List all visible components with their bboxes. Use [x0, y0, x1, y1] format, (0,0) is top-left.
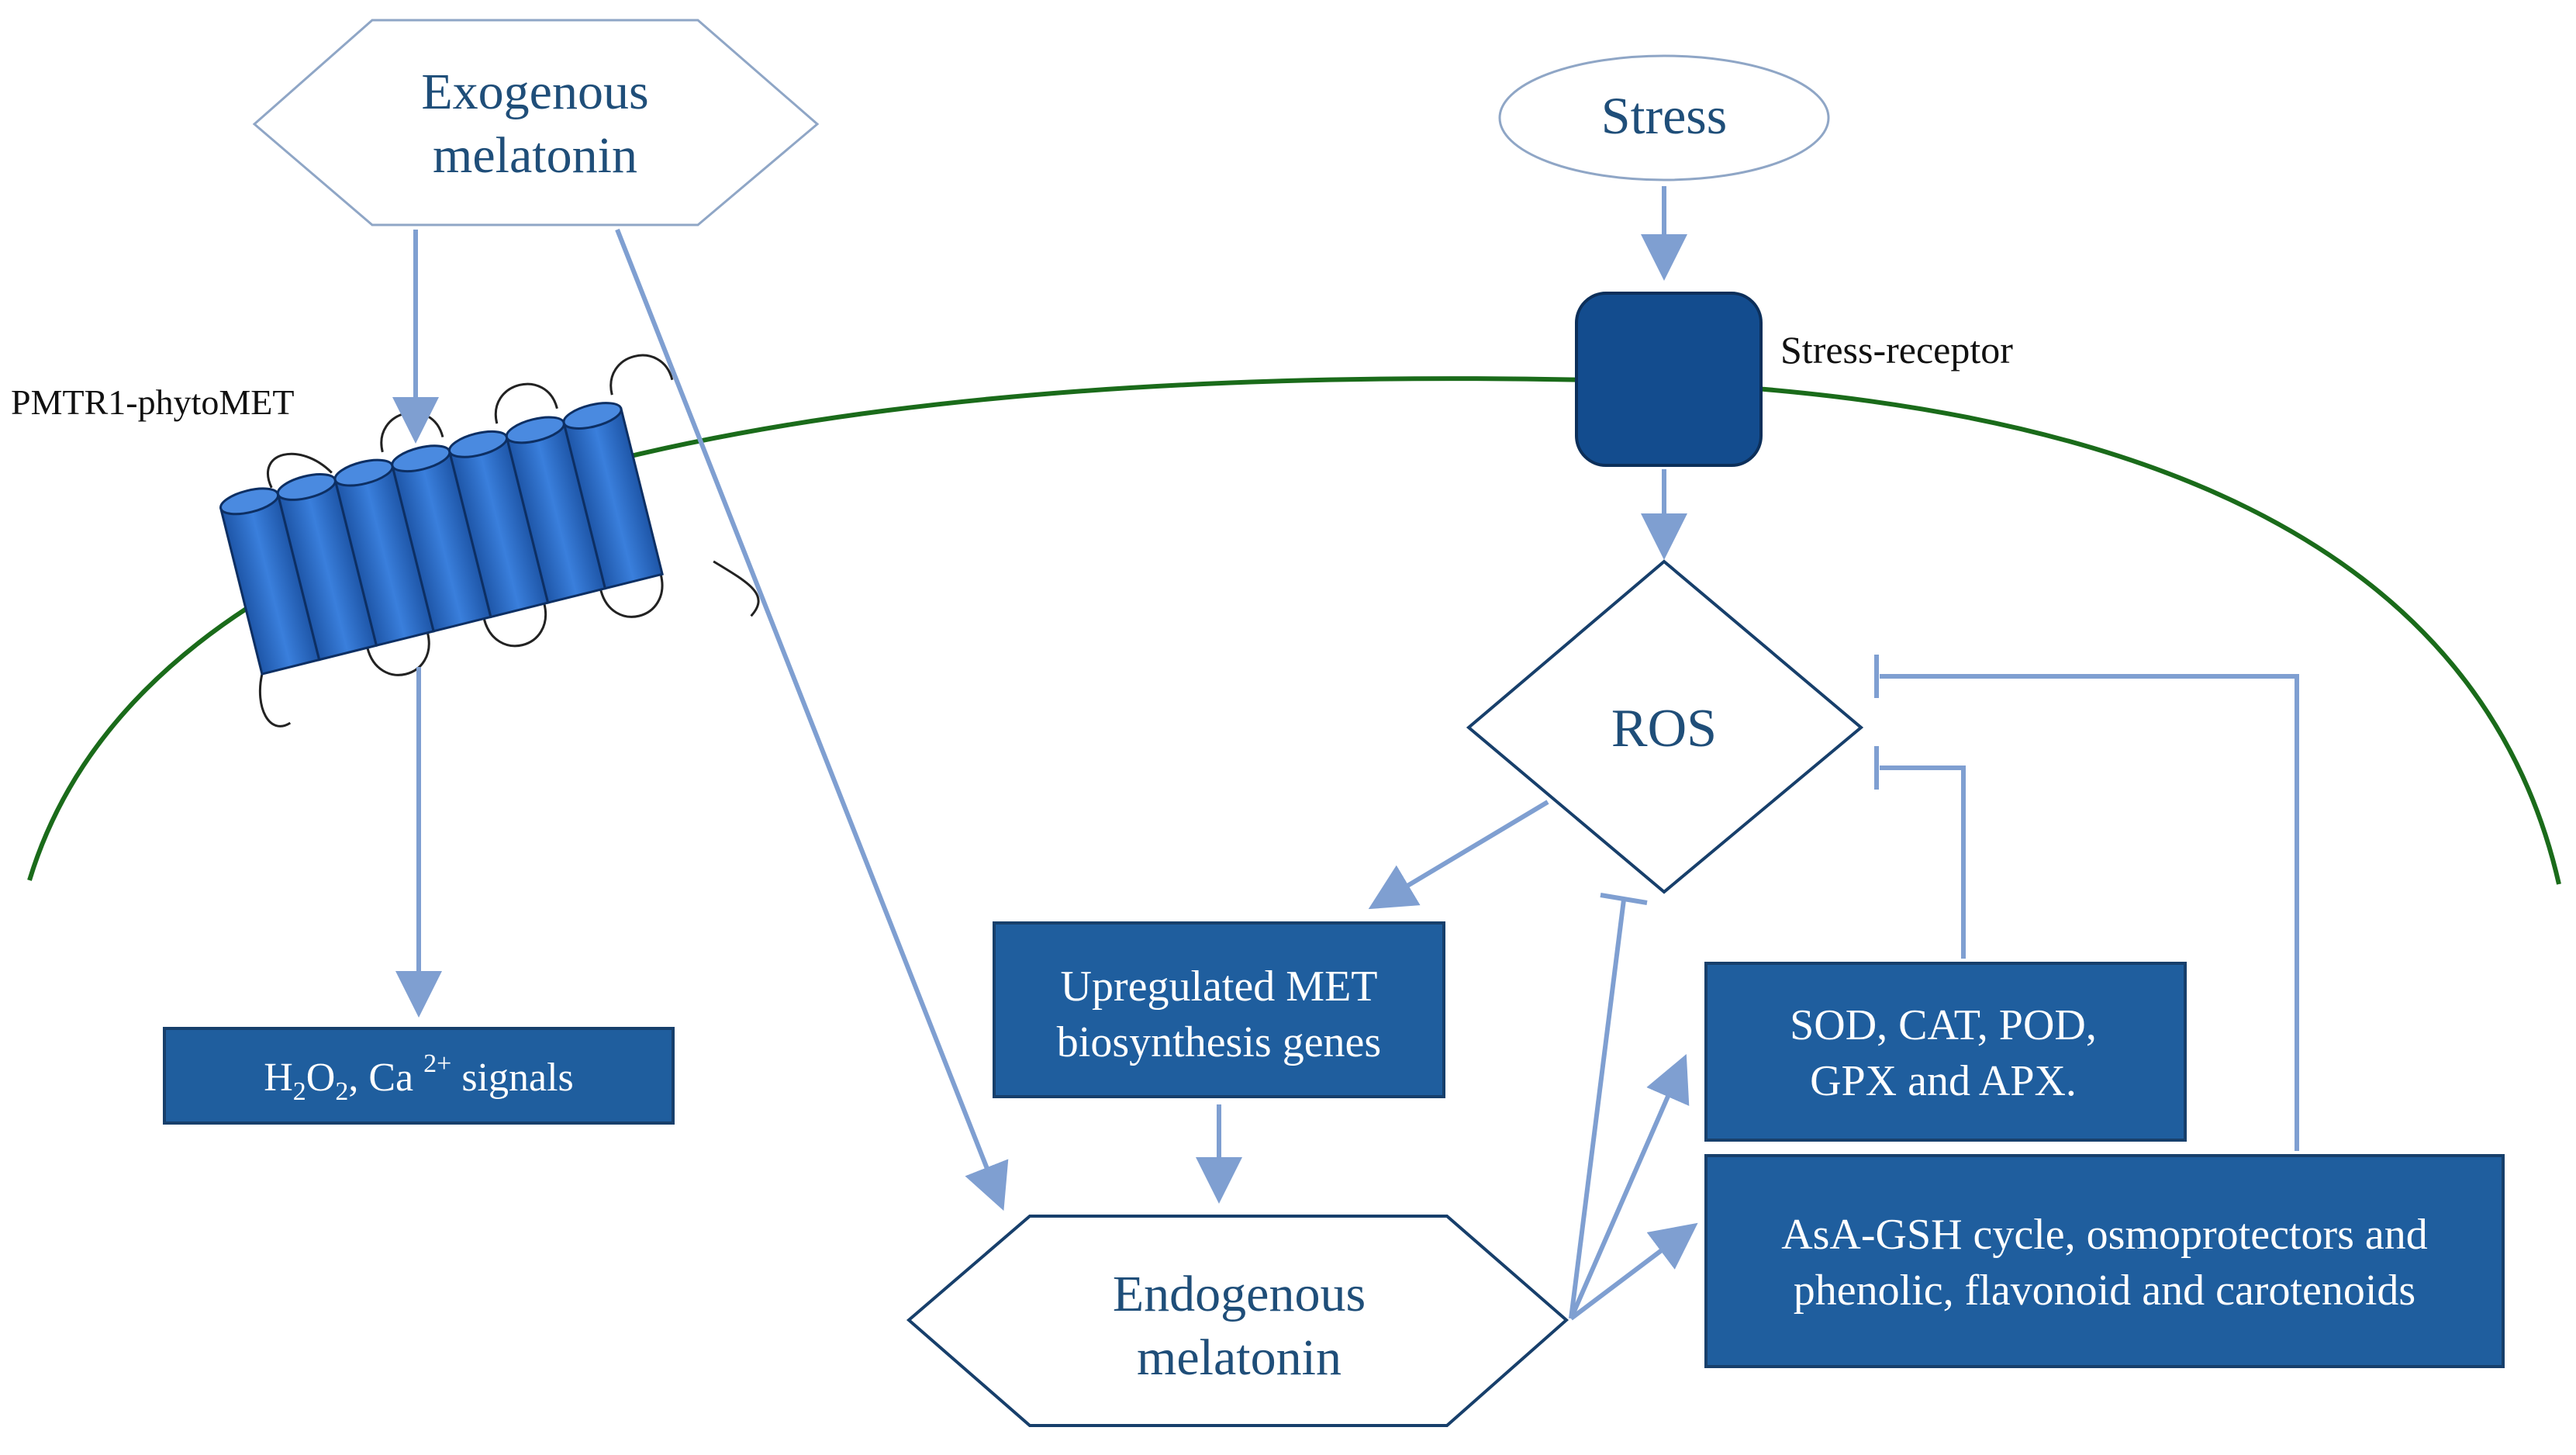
- upregulated-line1: Upregulated MET: [1061, 963, 1378, 1011]
- endogenous-melatonin-line1: Endogenous: [1113, 1266, 1366, 1322]
- inhibit-endogenous-to-ros: [1569, 899, 1626, 1319]
- receptor-cylinder: [333, 458, 435, 648]
- receptor-cylinder: [276, 473, 378, 662]
- pmtr1-receptor-graphic: [219, 354, 760, 728]
- asa-gsh-box: [1704, 1154, 2505, 1368]
- inhibit-endogenous-to-ros-bar: [1600, 893, 1648, 905]
- exogenous-melatonin-line2: melatonin: [433, 127, 637, 184]
- enzymes-line1: SOD, CAT, POD,: [1790, 1001, 2097, 1049]
- receptor-cylinder: [562, 402, 664, 590]
- signals-rest: signals: [451, 1056, 573, 1100]
- signals-h: H: [264, 1056, 293, 1100]
- asa-gsh-line1: AsA-GSH cycle, osmoprotectors and: [1781, 1211, 2428, 1259]
- inhibit-asa-to-ros: [1880, 674, 2299, 1151]
- signals-sup: 2+: [423, 1049, 451, 1078]
- arrow-endogenous-to-enzymes: [1569, 1054, 1690, 1320]
- enzymes-line2: GPX and APX.: [1810, 1057, 2077, 1105]
- arrow-endogenous-to-asa: [1569, 1222, 1698, 1321]
- stress-label: Stress: [1601, 86, 1727, 145]
- pmtr1-label: PMTR1-phytoMET: [11, 382, 294, 422]
- exogenous-melatonin-hexagon: [252, 19, 820, 226]
- stress-ellipse: [1498, 54, 1830, 181]
- endogenous-melatonin-hexagon: [906, 1215, 1569, 1427]
- receptor-cylinder: [391, 444, 492, 633]
- signals-label: H2O2, Ca 2+ signals: [264, 1049, 574, 1106]
- endogenous-melatonin-line2: melatonin: [1137, 1329, 1342, 1386]
- signals-o: O: [306, 1056, 336, 1100]
- arrow-exogenous-to-endogenous: [615, 228, 1009, 1211]
- enzymes-box: [1704, 962, 2187, 1142]
- upregulated-line2: biosynthesis genes: [1057, 1018, 1381, 1066]
- upregulated-genes-box: [993, 921, 1445, 1098]
- stress-receptor-box: [1575, 292, 1763, 467]
- inhibit-enzymes-to-ros: [1880, 766, 1966, 959]
- asa-gsh-line2: phenolic, flavonoid and carotenoids: [1794, 1267, 2415, 1315]
- signals-sub-2a: 2: [293, 1077, 306, 1106]
- arrow-ros-to-upregulated: [1368, 800, 1549, 910]
- ros-diamond: [1466, 559, 1864, 894]
- signals-box: [163, 1027, 675, 1125]
- exogenous-melatonin-line1: Exogenous: [421, 64, 648, 120]
- ros-label: ROS: [1611, 699, 1717, 759]
- signals-ca: , Ca: [348, 1056, 423, 1100]
- stress-receptor-label: Stress-receptor: [1780, 328, 2013, 372]
- signals-sub-2b: 2: [335, 1077, 348, 1106]
